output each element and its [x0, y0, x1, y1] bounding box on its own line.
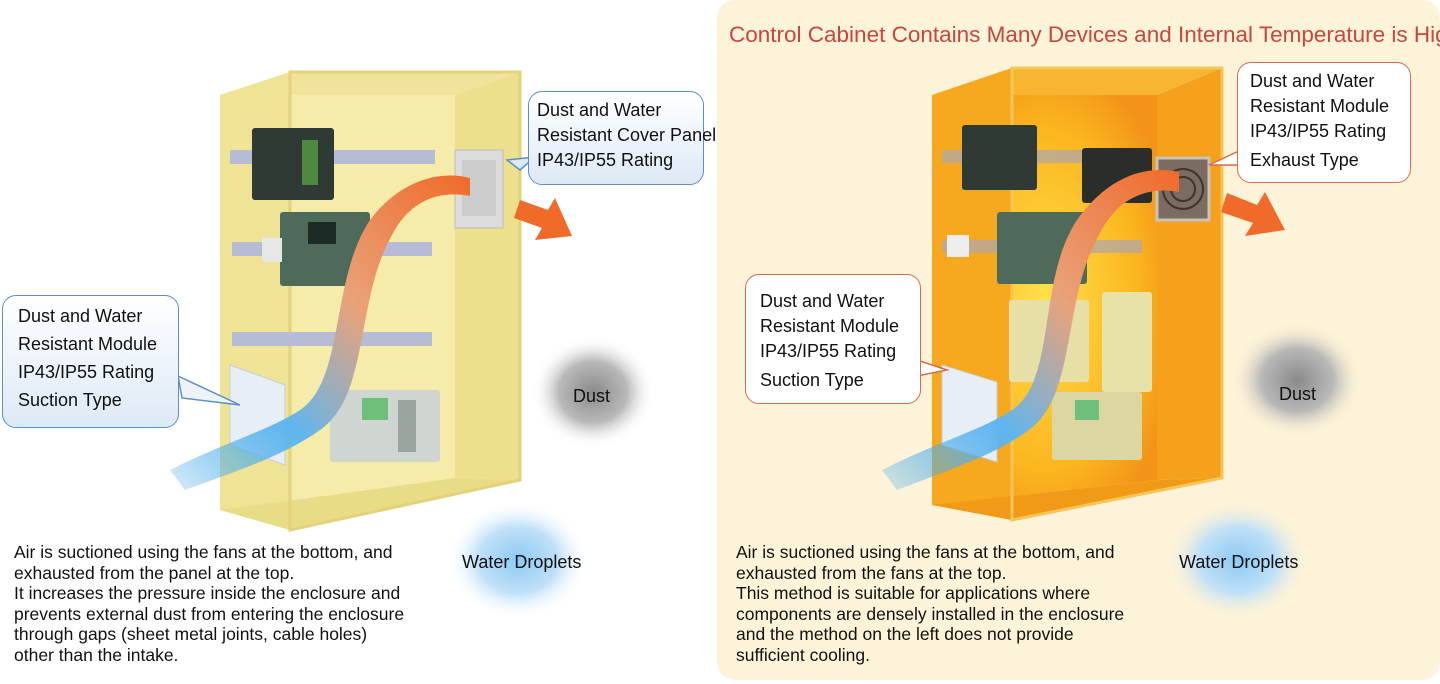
airflow-arrow: [170, 175, 470, 490]
right-panel: Control Cabinet Contains Many Devices an…: [717, 0, 1440, 680]
description-line: Air is suctioned using the fans at the b…: [14, 542, 393, 562]
water-droplets-label: Water Droplets: [462, 552, 582, 572]
water-cloud: [1166, 500, 1310, 620]
controller-module: [280, 212, 370, 286]
right-description: Air is suctioned using the fans at the b…: [736, 542, 1124, 665]
io-module: [1052, 392, 1142, 460]
callout-line: Resistant Module: [760, 316, 900, 336]
exhaust-arrow: [1221, 192, 1285, 236]
cabinet-right-wall: [455, 72, 520, 480]
callout-line: IP43/IP55 Rating: [760, 341, 897, 361]
description-line: This method is suitable for applications…: [736, 583, 1091, 603]
left-cabinet-illustration: [170, 70, 655, 620]
water-cloud: [446, 500, 590, 620]
cover-panel-callout: Dust and Water Resistant Cover Panel IP4…: [528, 91, 717, 185]
dust-cloud: [531, 336, 655, 448]
callout-line: IP43/IP55 Rating: [1250, 121, 1387, 141]
dust-label: Dust: [573, 386, 611, 406]
right-panel-title: Control Cabinet Contains Many Devices an…: [729, 22, 1440, 47]
callout-line: Dust and Water: [18, 306, 143, 326]
cabinet-floor: [932, 478, 1222, 520]
suction-module-callout: Dust and Water Resistant Module IP43/IP5…: [745, 274, 921, 404]
exhaust-arrow: [514, 198, 572, 240]
callout-line: Dust and Water: [537, 100, 662, 120]
callout-line: Suction Type: [18, 390, 122, 410]
left-description: Air is suctioned using the fans at the b…: [14, 542, 404, 665]
description-line: other than the intake.: [14, 644, 179, 665]
description-line: components are densely installed in the …: [736, 603, 1125, 624]
callout-line: Resistant Module: [18, 334, 158, 354]
callout-line: IP43/IP55 Rating: [18, 362, 155, 382]
suction-module-callout: Dust and Water Resistant Module IP43/IP5…: [2, 295, 179, 428]
din-rail: [232, 332, 432, 346]
callout-line: Exhaust Type: [1250, 150, 1359, 170]
description-line: Air is suctioned using the fans at the b…: [736, 542, 1115, 562]
description-line: through gaps (sheet metal joints, cable …: [14, 624, 368, 644]
cabinet-floor: [220, 478, 520, 530]
dust-cloud: [1231, 322, 1363, 438]
right-cabinet-illustration: [882, 66, 1363, 620]
servo-module: [1102, 292, 1152, 392]
description-line: exhausted from the panel at the top.: [14, 562, 295, 583]
cabinet-top: [220, 72, 520, 95]
description-line: sufficient cooling.: [736, 644, 870, 665]
callout-line: Dust and Water: [760, 291, 885, 311]
cabinet-right-wall: [1157, 68, 1222, 480]
callout-line: Resistant Module: [1250, 96, 1390, 116]
description-line: and the method on the left does not prov…: [736, 624, 1074, 644]
callout-line: IP43/IP55 Rating: [537, 150, 674, 170]
callout-line: Resistant Cover Panel: [537, 125, 717, 145]
exhaust-module-callout: Dust and Water Resistant Module IP43/IP5…: [1237, 62, 1411, 183]
plc-module: [252, 128, 334, 200]
description-line: exhausted from the fans at the top.: [736, 562, 1007, 583]
plc-module: [962, 125, 1037, 190]
callout-line: Suction Type: [760, 370, 864, 390]
airflow-arrow: [882, 169, 1179, 490]
dust-label: Dust: [1279, 384, 1317, 404]
water-droplets-label: Water Droplets: [1179, 552, 1299, 572]
left-panel: Dust and Water Resistant Cover Panel IP4…: [0, 0, 717, 684]
callout-line: Dust and Water: [1250, 71, 1375, 91]
description-line: It increases the pressure inside the enc…: [14, 583, 401, 603]
description-line: prevents external dust from entering the…: [14, 603, 405, 624]
